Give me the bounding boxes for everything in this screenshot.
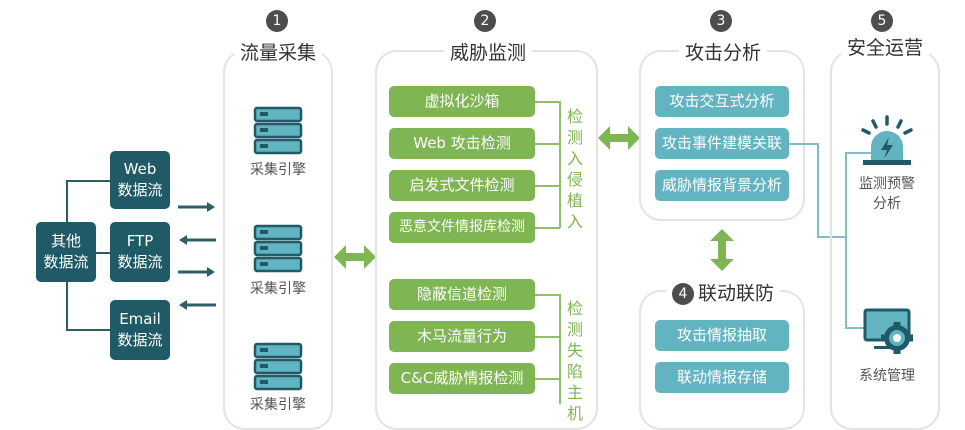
detection-item-trojan-traffic: 木马流量行为 xyxy=(389,321,535,352)
bracket-horizontal xyxy=(535,227,560,229)
analysis-item-threat-intel-background: 威胁情报背景分析 xyxy=(655,170,789,201)
tree-branch-web xyxy=(66,180,110,182)
bracket-horizontal xyxy=(535,336,560,338)
source-other-line2: 数据流 xyxy=(43,253,89,271)
source-web-data-stream: Web 数据流 xyxy=(110,151,170,209)
engine-label-3: 采集引擎 xyxy=(250,397,306,413)
server-icon xyxy=(253,342,303,391)
source-web-line1: Web xyxy=(123,160,157,178)
server-icon xyxy=(253,106,303,155)
step-number-1: 1 xyxy=(266,10,288,32)
bracket-horizontal xyxy=(535,378,560,380)
bracket-horizontal xyxy=(535,294,560,296)
detection-item-covert-channel: 隐蔽信道检测 xyxy=(389,279,535,310)
detection-item-sandbox: 虚拟化沙箱 xyxy=(389,86,535,117)
source-email-line2: 数据流 xyxy=(117,331,163,349)
source-ftp-line1: FTP xyxy=(126,232,154,250)
arrow-left-2 xyxy=(179,300,216,310)
source-email-data-stream: Email 数据流 xyxy=(110,300,170,360)
tree-branch-ftp xyxy=(95,252,110,254)
detection-item-web-attack: Web 攻击检测 xyxy=(389,128,535,159)
source-ftp-data-stream: FTP 数据流 xyxy=(110,222,170,282)
source-other-data-stream: 其他 数据流 xyxy=(36,222,96,282)
double-arrow-horizontal-icon xyxy=(334,245,376,269)
connector-line xyxy=(845,152,871,154)
source-other-line1: 其他 xyxy=(50,232,81,250)
group-label-intrusion-detection: 检测入侵植入 xyxy=(566,107,583,231)
joint-item-attack-intel-extraction: 攻击情报抽取 xyxy=(655,320,789,351)
source-email-line1: Email xyxy=(119,310,161,328)
step-number-5: 5 xyxy=(871,10,893,32)
column-title-collection: 流量采集 xyxy=(234,41,323,65)
source-web-line2: 数据流 xyxy=(117,181,163,199)
joint-item-linked-intel-storage: 联动情报存储 xyxy=(655,362,789,393)
analysis-item-interactive: 攻击交互式分析 xyxy=(655,86,789,117)
arrow-left-1 xyxy=(179,235,216,245)
alarm-icon xyxy=(861,115,913,165)
bracket-horizontal xyxy=(535,101,560,103)
detection-item-cc-threat-intel: C&C威胁情报检测 xyxy=(389,363,535,394)
double-arrow-vertical-icon xyxy=(710,229,734,271)
step-number-3: 3 xyxy=(710,10,732,32)
source-ftp-line2: 数据流 xyxy=(117,253,163,271)
connector-line xyxy=(789,143,818,145)
step-number-4: 4 xyxy=(672,282,694,305)
module-label-alert-analysis-line1: 监测预警 xyxy=(859,176,915,192)
group-label-compromised-host-detection: 检测失陷主机 xyxy=(566,299,583,423)
module-label-alert-analysis: 监测预警 分析 xyxy=(845,174,929,214)
detection-item-malicious-file-intel: 恶意文件情报库检测 xyxy=(389,212,535,243)
bracket-vertical xyxy=(559,101,561,228)
arrow-right-2 xyxy=(178,267,215,277)
module-label-system-management: 系统管理 xyxy=(859,368,915,384)
connector-line xyxy=(845,327,865,329)
server-icon xyxy=(253,224,303,273)
column-title-monitoring: 威胁监测 xyxy=(444,41,533,65)
double-arrow-horizontal-icon xyxy=(598,126,640,150)
arrow-right-1 xyxy=(178,202,215,212)
column-title-operations: 安全运营 xyxy=(841,36,930,60)
connector-line xyxy=(845,152,847,328)
analysis-item-event-modeling: 攻击事件建模关联 xyxy=(655,128,789,159)
monitor-gear-icon xyxy=(863,308,913,354)
bracket-vertical xyxy=(559,294,561,404)
bracket-horizontal xyxy=(535,185,560,187)
module-label-alert-analysis-line2: 分析 xyxy=(873,196,901,212)
tree-branch-email xyxy=(66,329,110,331)
engine-label-2: 采集引擎 xyxy=(250,281,306,297)
engine-label-1: 采集引擎 xyxy=(250,162,306,178)
connector-line xyxy=(817,143,819,238)
bracket-horizontal xyxy=(535,143,560,145)
column-title-analysis: 攻击分析 xyxy=(679,41,768,65)
detection-item-heuristic-file: 启发式文件检测 xyxy=(389,170,535,201)
step-number-2: 2 xyxy=(474,10,496,32)
column-title-joint-defense: 联动联防 xyxy=(698,282,775,305)
joint-defense-frame xyxy=(639,290,805,430)
